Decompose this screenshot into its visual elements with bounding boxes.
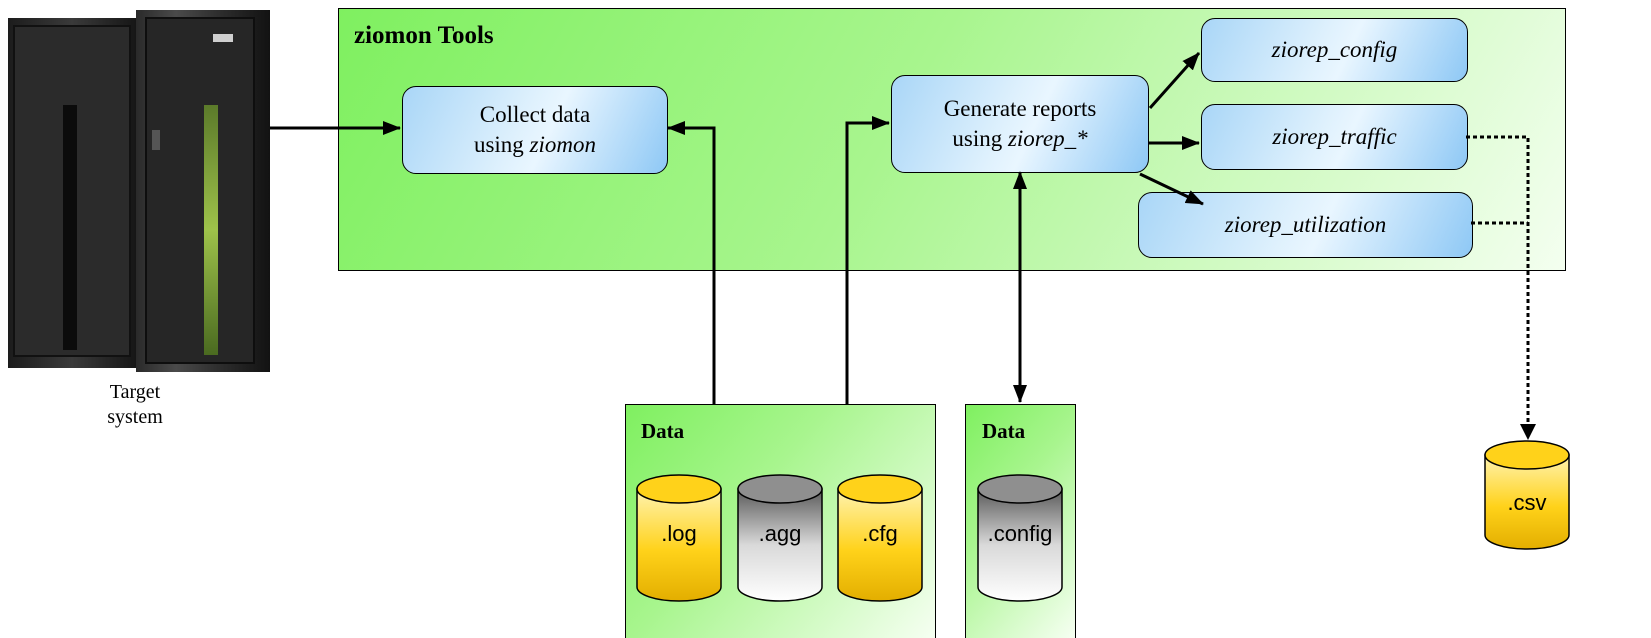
target-system-label: Target system (60, 380, 210, 430)
data-panel-logs-title: Data (641, 419, 685, 443)
csv-arrowhead (1520, 424, 1536, 440)
target-label-line1: Target (109, 381, 161, 403)
generate-reports-box: Generate reports using ziorep_* (891, 75, 1149, 173)
ziorep-config-label: ziorep_config (1271, 37, 1398, 62)
agg-file-cylinder: .agg (737, 474, 823, 602)
mainframe-server-image (8, 10, 270, 372)
ziorep-command: ziorep_* (1007, 126, 1088, 151)
generate-box-prefix: using (952, 126, 1008, 151)
csv-file-label: .csv (1507, 490, 1547, 515)
config-file-cylinder: .config (977, 474, 1063, 602)
ziorep-traffic-label: ziorep_traffic (1272, 124, 1397, 149)
generate-box-line1: Generate reports (943, 96, 1097, 121)
cfg-file-cylinder: .cfg (837, 474, 923, 602)
collect-box-line1: Collect data (479, 102, 591, 127)
ziorep-traffic-box: ziorep_traffic (1201, 104, 1468, 170)
tools-panel-title: ziomon Tools (354, 22, 494, 49)
ziorep-utilization-box: ziorep_utilization (1138, 192, 1473, 258)
ziomon-command: ziomon (529, 132, 597, 157)
ziorep-utilization-label: ziorep_utilization (1224, 212, 1387, 237)
cfg-file-label: .cfg (862, 521, 898, 546)
log-file-cylinder: .log (636, 474, 722, 602)
csv-file-cylinder: .csv (1484, 440, 1570, 550)
config-file-label: .config (987, 521, 1053, 546)
data-panel-config-title: Data (982, 419, 1026, 443)
agg-file-label: .agg (758, 521, 802, 546)
target-label-line2: system (107, 406, 163, 428)
log-file-label: .log (661, 521, 697, 546)
ziorep-config-box: ziorep_config (1201, 18, 1468, 82)
collect-box-prefix: using (473, 132, 530, 157)
collect-data-box: Collect data using ziomon (402, 86, 668, 174)
